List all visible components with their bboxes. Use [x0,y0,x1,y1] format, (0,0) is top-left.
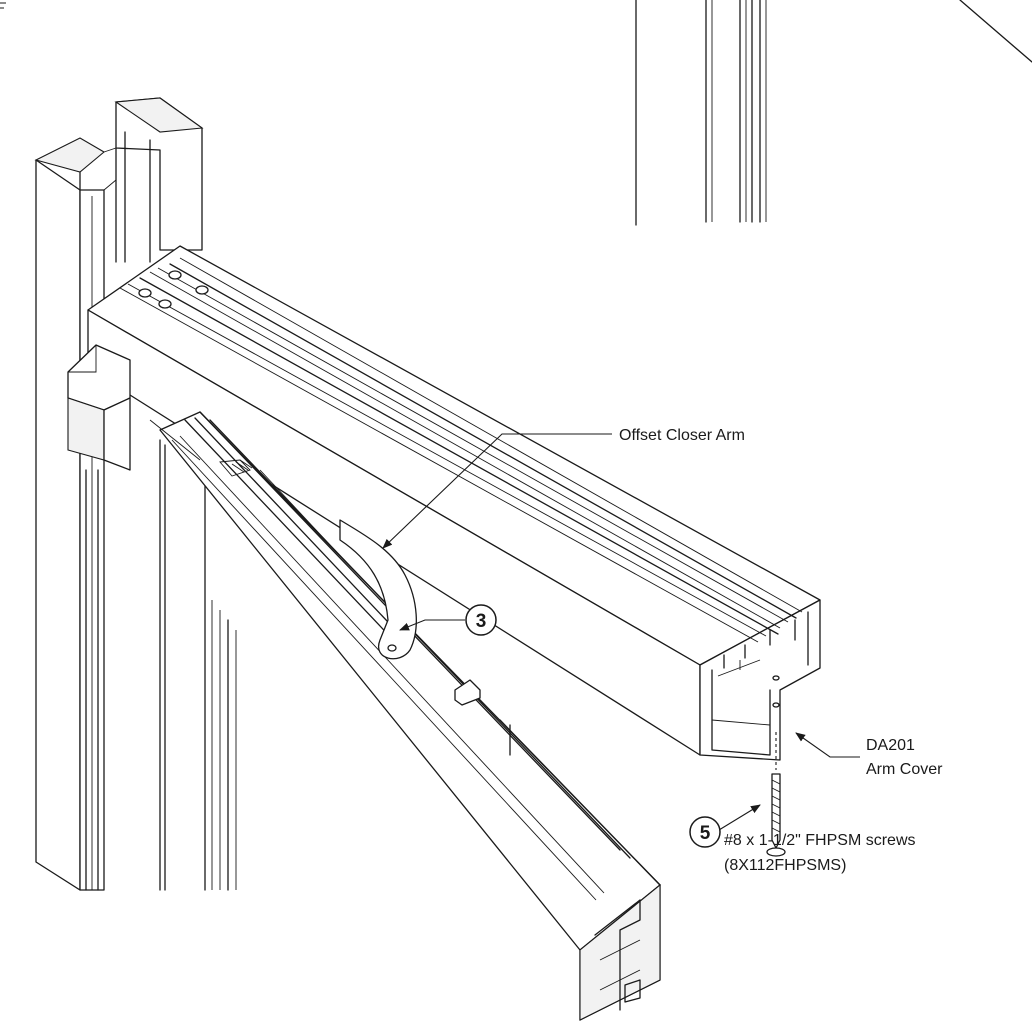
door-top-rail [159,411,661,1021]
item-5-number: 5 [700,823,711,844]
header-extrusion [87,245,821,761]
screw-part-code: (8X112FHPSMS) [724,857,846,874]
arm-cover-callout: DA201 Arm Cover [795,732,943,778]
arm-cover-part-number: DA201 [866,737,915,754]
item-3-callout: 3 [399,604,497,636]
closer-arm-mechanism [149,417,406,646]
door-stile-upper [635,0,1032,226]
closer-body [67,344,131,471]
frame-jamb [34,97,204,891]
offset-arm-callout: Offset Closer Arm [382,427,745,549]
door-stile-lower [159,439,237,891]
item-3-balloon [465,604,497,636]
item-5-balloon [689,816,721,848]
arm-cover-name: Arm Cover [866,761,943,778]
item-3-number: 3 [476,611,487,632]
item-5-callout: 5 #8 x 1-1/2" FHPSM screws (8X112FHPSMS) [689,804,916,874]
corner-mark [0,2,6,9]
offset-closer-arm [339,519,417,660]
offset-arm-label: Offset Closer Arm [619,427,745,444]
screw [766,732,786,857]
screw-description: #8 x 1-1/2" FHPSM screws [724,832,916,849]
